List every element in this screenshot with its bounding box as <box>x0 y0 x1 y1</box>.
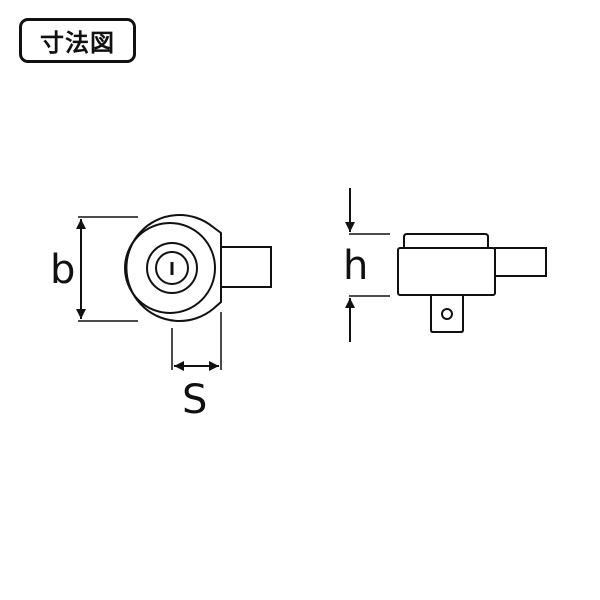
top-view <box>124 214 272 322</box>
dimension-s <box>171 312 222 371</box>
label-h: h <box>343 243 368 289</box>
label-b: b <box>50 247 75 293</box>
detent-ball <box>441 308 453 320</box>
ratchet-head-inner-ring <box>124 222 216 314</box>
main-body <box>397 247 496 296</box>
title-badge: 寸法図 <box>19 18 136 63</box>
drive-outer-circle <box>146 242 198 294</box>
top-cap <box>403 233 489 248</box>
square-drive <box>430 295 464 333</box>
drive-inner-circle <box>155 251 189 285</box>
ratchet-head-outline <box>125 214 222 322</box>
label-s: S <box>182 377 207 423</box>
dimension-b <box>76 216 138 322</box>
title-badge-label: 寸法図 <box>40 29 115 57</box>
side-view <box>397 233 547 333</box>
handle-stub <box>221 246 272 288</box>
dimension-h <box>345 188 390 342</box>
handle-side <box>494 247 547 277</box>
